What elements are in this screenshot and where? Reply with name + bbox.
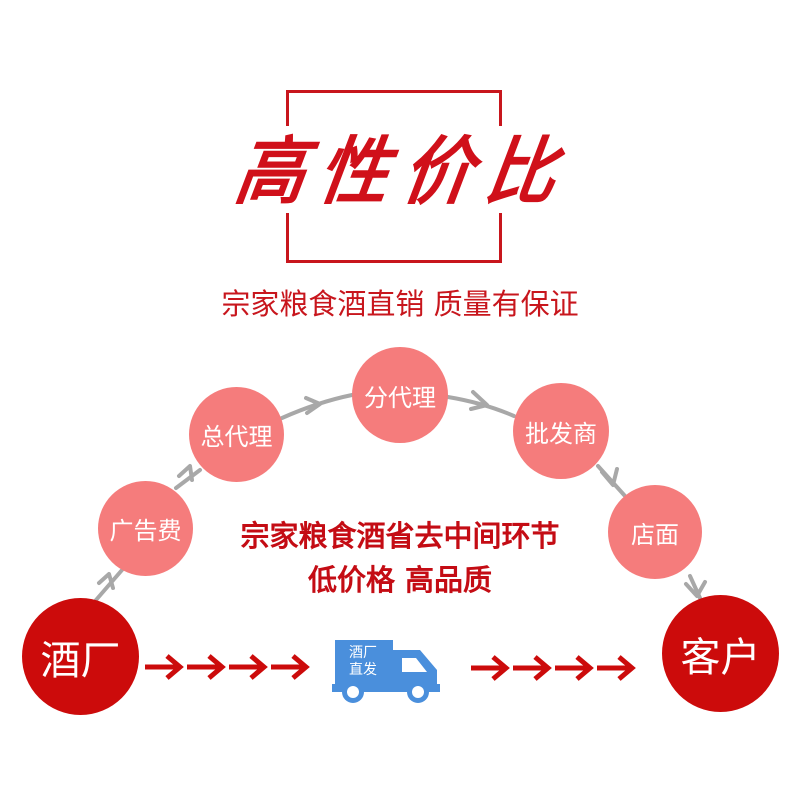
red-arrow-right-icon xyxy=(145,654,184,680)
node-label: 店面 xyxy=(631,520,679,549)
node-label: 批发商 xyxy=(525,419,597,448)
node-label: 客户 xyxy=(680,634,761,681)
red-arrow-right-icon xyxy=(555,655,594,681)
red-arrow-right-icon xyxy=(271,654,310,680)
node-general-agent: 总代理 xyxy=(189,387,284,482)
chevron-arrow-icon xyxy=(97,572,115,590)
node-store: 店面 xyxy=(608,485,702,579)
subtitle: 宗家粮食酒直销 质量有保证 xyxy=(221,287,579,321)
center-message-line1: 宗家粮食酒省去中间环节 xyxy=(240,519,560,553)
red-arrow-right-icon xyxy=(229,654,268,680)
chevron-arrow-icon xyxy=(304,396,322,415)
chevron-arrow-icon xyxy=(600,467,619,487)
truck-label-line1: 酒厂 xyxy=(349,645,377,661)
node-distillery: 酒厂 xyxy=(22,598,139,715)
frame-left-upper xyxy=(286,90,289,126)
node-label: 广告费 xyxy=(109,517,182,545)
truck-label-line2: 直发 xyxy=(349,662,377,678)
chevron-arrow-icon xyxy=(177,464,194,482)
node-label: 总代理 xyxy=(200,423,273,451)
node-advertising: 广告费 xyxy=(98,481,193,576)
node-wholesaler: 批发商 xyxy=(513,383,609,479)
frame-right-upper xyxy=(499,90,502,126)
red-arrow-right-icon xyxy=(187,654,226,680)
direct-arrows-left xyxy=(145,654,310,680)
frame-left-lower xyxy=(286,213,289,263)
red-arrow-right-icon xyxy=(597,655,636,681)
connector-line xyxy=(174,468,202,490)
frame-bottom xyxy=(286,260,502,263)
red-arrow-right-icon xyxy=(513,655,552,681)
direct-arrows-right xyxy=(471,655,636,681)
connector-line xyxy=(94,568,124,602)
frame-right-lower xyxy=(499,213,502,263)
chevron-arrow-icon xyxy=(684,580,707,598)
node-label: 酒厂 xyxy=(40,637,121,684)
chevron-arrow-icon xyxy=(469,390,489,411)
node-sub-agent: 分代理 xyxy=(352,347,448,443)
node-label: 分代理 xyxy=(364,383,436,412)
truck-label: 酒厂 直发 xyxy=(343,645,383,679)
frame-top xyxy=(286,90,502,93)
node-customer: 客户 xyxy=(662,595,779,712)
red-arrow-right-icon xyxy=(471,655,510,681)
center-message-line2: 低价格 高品质 xyxy=(307,563,493,597)
delivery-truck-icon xyxy=(332,640,440,703)
